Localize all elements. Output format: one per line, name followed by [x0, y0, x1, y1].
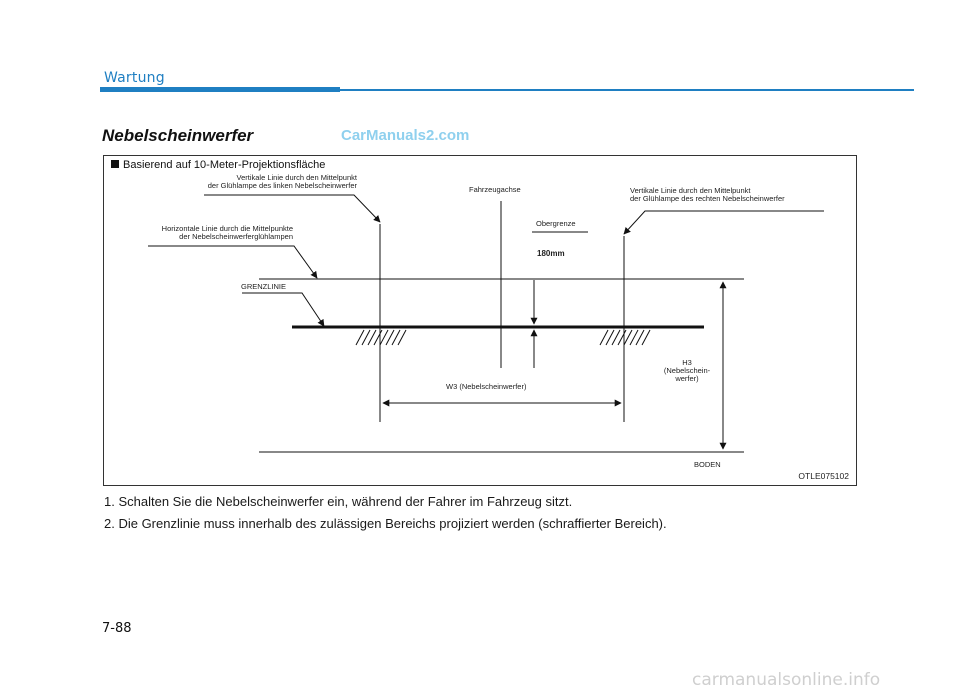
step-2: 2. Die Grenzlinie muss innerhalb des zul…: [104, 516, 667, 531]
header-rule-thick: [100, 87, 340, 92]
step-1: 1. Schalten Sie die Nebelscheinwerfer ei…: [104, 494, 573, 509]
leader-vertical-left: [204, 194, 381, 223]
instruction-steps: 1. Schalten Sie die Nebelscheinwerfer ei…: [104, 493, 904, 537]
figure-title: Basierend auf 10-Meter-Projektionsfläche: [111, 159, 325, 171]
leader-horizontal-center: [148, 245, 318, 279]
page-number: 7-88: [102, 621, 132, 636]
aiming-diagram: [148, 194, 824, 453]
label-upper-limit: Obergrenze: [536, 219, 576, 228]
leader-vertical-right: [623, 210, 824, 235]
label-distance: 180mm: [537, 249, 565, 258]
figure-title-text: Basierend auf 10-Meter-Projektionsfläche: [123, 159, 326, 171]
figure-code: OTLE075102: [798, 471, 849, 481]
hatch-right: [599, 329, 651, 346]
label-cutoff: GRENZLINIE: [241, 282, 287, 291]
label-horizontal-center: Horizontale Linie durch die Mittelpunkte…: [161, 224, 293, 241]
header-rule-thin: [340, 89, 914, 91]
label-ground: BODEN: [694, 460, 721, 469]
label-width: W3 (Nebelscheinwerfer): [446, 382, 527, 391]
label-height: H3 (Nebelschein- werfer): [663, 358, 711, 383]
leader-cutoff: [242, 292, 325, 327]
fog-lamp-aiming-figure: Basierend auf 10-Meter-Projektionsfläche…: [103, 155, 857, 486]
watermark-top: CarManuals2.com: [341, 127, 470, 144]
label-vertical-left: Vertikale Linie durch den Mittelpunkt de…: [207, 173, 357, 190]
section-label: Wartung: [104, 70, 165, 86]
hatch-left: [355, 329, 407, 346]
page-heading: Nebelscheinwerfer: [102, 126, 254, 145]
label-vertical-right: Vertikale Linie durch den Mittelpunkt de…: [630, 186, 785, 203]
bullet-square-icon: [111, 160, 119, 168]
watermark-bottom: carmanualsonline.info: [692, 670, 881, 690]
label-vehicle-axis: Fahrzeugachse: [469, 185, 521, 194]
